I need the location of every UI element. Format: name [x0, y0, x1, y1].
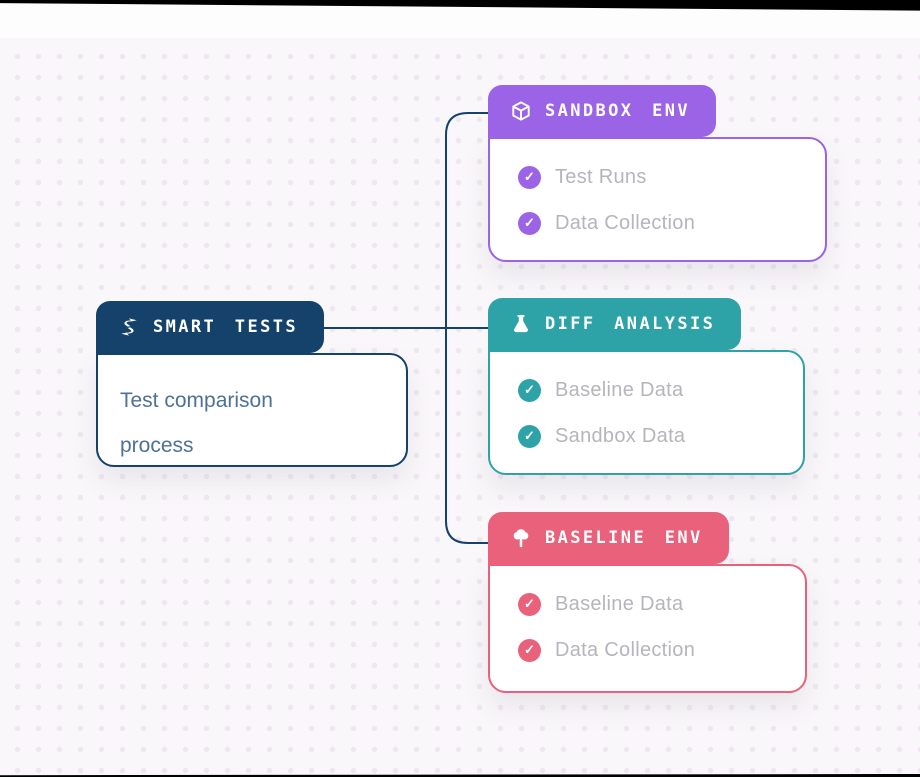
list-item: ✓ Baseline Data [518, 592, 805, 616]
item-list: ✓ Baseline Data ✓ Sandbox Data [490, 352, 803, 448]
node-body-sandbox-env: ✓ Test Runs ✓ Data Collection [488, 137, 827, 262]
smart-tests-logo-icon [118, 316, 140, 338]
check-icon: ✓ [518, 592, 541, 616]
node-baseline-env: BASELINE ENV ✓ Baseline Data ✓ Data Coll… [488, 512, 807, 693]
check-icon: ✓ [518, 638, 541, 662]
node-body-diff-analysis: ✓ Baseline Data ✓ Sandbox Data [488, 350, 805, 475]
check-icon: ✓ [518, 211, 541, 235]
list-item: ✓ Sandbox Data [518, 424, 803, 448]
node-body-baseline-env: ✓ Baseline Data ✓ Data Collection [488, 564, 807, 693]
node-sandbox-env: SANDBOX ENV ✓ Test Runs ✓ Data Collectio… [488, 85, 827, 262]
item-label: Test Runs [555, 165, 647, 188]
node-description: Test comparison process [120, 389, 273, 457]
item-label: Data Collection [555, 638, 696, 661]
node-header-sandbox-env: SANDBOX ENV [488, 85, 716, 137]
list-item: ✓ Data Collection [518, 638, 805, 662]
node-smart-tests: SMART TESTS Test comparison process [96, 301, 408, 467]
node-diff-analysis: DIFF ANALYSIS ✓ Baseline Data ✓ Sandbox … [488, 298, 805, 475]
connector-trunk-to-sandbox-and-baseline [445, 112, 489, 544]
node-title: SMART TESTS [153, 317, 298, 337]
flask-icon [510, 313, 532, 335]
list-item: ✓ Test Runs [518, 165, 825, 189]
screen-edge-top [0, 0, 920, 11]
cube-icon [510, 100, 532, 122]
item-label: Data Collection [555, 211, 696, 234]
node-header-smart-tests: SMART TESTS [96, 301, 324, 353]
node-title: SANDBOX ENV [545, 101, 690, 121]
node-body-smart-tests: Test comparison process [96, 353, 408, 467]
item-list: ✓ Test Runs ✓ Data Collection [490, 139, 825, 235]
list-item: ✓ Data Collection [518, 211, 825, 235]
screen-edge-bottom [0, 774, 920, 777]
tree-icon [510, 527, 532, 549]
item-label: Baseline Data [555, 592, 684, 615]
check-icon: ✓ [518, 165, 541, 189]
node-header-baseline-env: BASELINE ENV [488, 512, 729, 564]
check-icon: ✓ [518, 424, 541, 448]
list-item: ✓ Baseline Data [518, 378, 803, 402]
item-label: Baseline Data [555, 378, 684, 401]
item-list: ✓ Baseline Data ✓ Data Collection [490, 566, 805, 662]
node-header-diff-analysis: DIFF ANALYSIS [488, 298, 742, 350]
check-icon: ✓ [518, 378, 541, 402]
node-title: DIFF ANALYSIS [545, 314, 716, 334]
item-label: Sandbox Data [555, 424, 686, 447]
node-title: BASELINE ENV [545, 528, 703, 548]
